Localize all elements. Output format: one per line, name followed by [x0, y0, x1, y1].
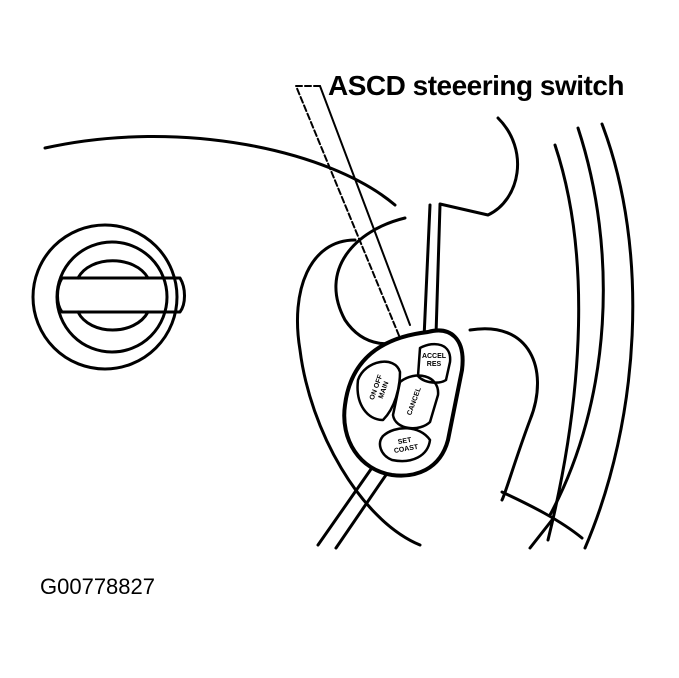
callout-leader-right [319, 85, 411, 326]
wheel-rim-top [43, 135, 397, 207]
set-coast-label-line: SET [397, 437, 412, 446]
spoke-pad-right [468, 327, 539, 502]
set-coast-label-line: COAST [393, 444, 419, 455]
emblem-inner-ring [55, 240, 169, 354]
callout-leader [295, 85, 401, 339]
cancel-button [391, 374, 440, 430]
res-accel-label-line: ACCEL [422, 353, 447, 360]
hub-line-bottom [500, 490, 584, 540]
emblem-outer-ring [31, 223, 179, 371]
emblem-arc-top [76, 259, 150, 280]
set-coast-button-label: SETCOAST [392, 436, 419, 455]
accel-res-button [416, 342, 452, 384]
emblem-arc-bottom [76, 310, 150, 332]
emblem-bar [56, 276, 186, 314]
wheel-rim-edge [438, 116, 520, 217]
rim-arc-inner [546, 143, 581, 542]
rim-arc-outer [583, 122, 635, 550]
figure-id: G00778827 [40, 574, 155, 599]
on-off-button [356, 360, 402, 422]
spoke-pad-outline [295, 238, 422, 547]
hub-line-lower [528, 518, 554, 550]
ascd-switch-body [342, 328, 465, 478]
res-accel-label-line: RES [427, 361, 442, 368]
rim-arc-middle [548, 126, 605, 517]
callout-label: ASCD steeering switch [328, 70, 625, 101]
